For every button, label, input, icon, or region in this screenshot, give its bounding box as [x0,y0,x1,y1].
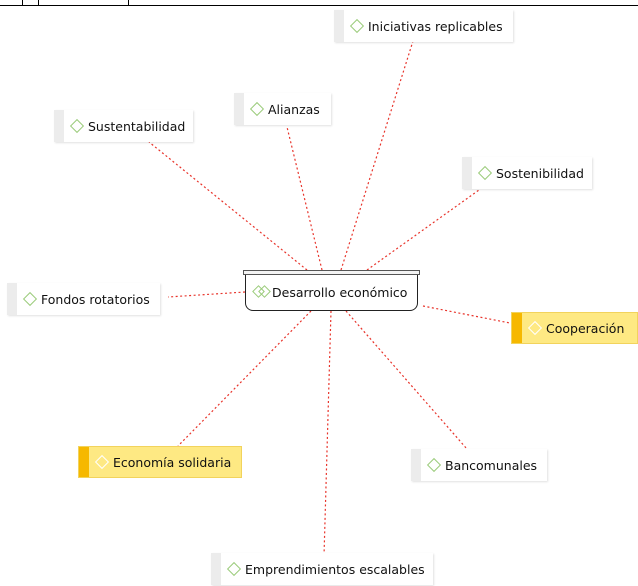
node-label: Cooperación [546,320,625,336]
node-header-bar [243,270,420,275]
code-icon [22,291,38,307]
node-sustentabilidad[interactable]: Sustentabilidad [54,110,194,142]
link-iniciativas-replicables [340,40,414,271]
link-emprendimientos-escalables [323,310,332,557]
top-toolbar-edge [0,0,638,6]
node-label: Fondos rotatorios [41,291,150,307]
node-sostenibilidad[interactable]: Sostenibilidad [462,157,592,189]
node-iniciativas-replicables[interactable]: Iniciativas replicables [334,10,513,42]
node-economia-solidaria[interactable]: Economía solidaria [78,446,243,478]
node-label: Sustentabilidad [88,118,186,134]
code-icon [69,118,85,134]
central-code-node[interactable]: Desarrollo económico [243,270,420,311]
link-sustentabilidad [148,141,308,271]
node-bancomunales[interactable]: Bancomunales [411,449,548,481]
code-icon [426,457,442,473]
code-icon [249,101,265,117]
link-economia-solidaria [177,310,312,447]
node-label: Economía solidaria [113,454,232,470]
node-label: Emprendimientos escalables [245,561,425,577]
node-label: Iniciativas replicables [368,18,503,34]
node-alianzas[interactable]: Alianzas [234,93,331,125]
code-icon [477,165,493,181]
link-sostenibilidad [366,189,480,271]
code-icon [527,320,543,336]
node-label: Sostenibilidad [496,165,584,181]
node-fondos-rotatorios[interactable]: Fondos rotatorios [7,283,160,315]
link-cooperacion [422,305,511,324]
node-label: Bancomunales [445,457,538,473]
link-fondos-rotatorios [167,291,246,298]
node-cooperacion[interactable]: Cooperación [511,312,638,344]
code-icon [94,454,110,470]
node-label: Alianzas [268,101,320,117]
code-icon [349,18,365,34]
central-node-label: Desarrollo económico [272,284,408,300]
node-emprendimientos-escalables[interactable]: Emprendimientos escalables [211,553,433,585]
link-bancomunales [345,310,468,450]
link-alianzas [286,126,323,271]
code-group-icon [252,285,271,299]
code-icon [226,561,242,577]
